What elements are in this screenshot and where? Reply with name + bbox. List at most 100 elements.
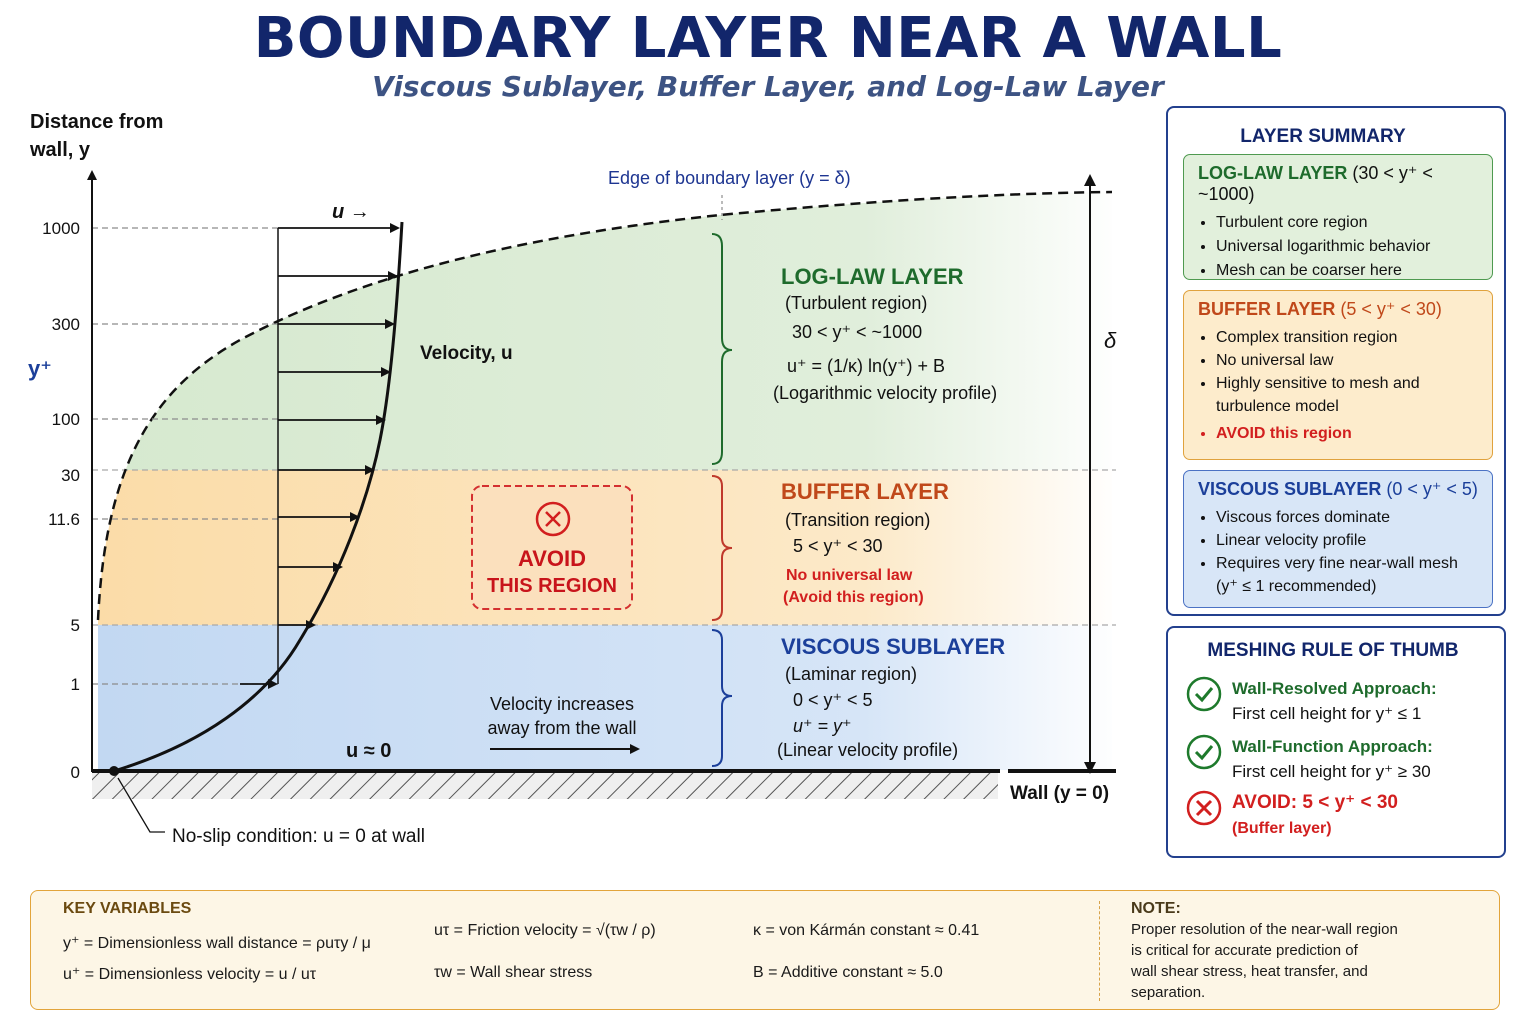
list-item: Viscous forces dominate (1216, 506, 1478, 529)
tick-label: 300 (52, 315, 80, 334)
x-circle-icon (1186, 790, 1222, 826)
note-line: wall shear stress, heat transfer, and (1131, 963, 1368, 980)
buffer-layer-subtitle: (Transition region) (785, 510, 930, 530)
tick-label: 30 (61, 466, 80, 485)
yplus-definition: y⁺ = Dimensionless wall distance = ρuτy … (63, 935, 371, 952)
no-slip-label: No-slip condition: u = 0 at wall (172, 826, 425, 847)
buffer-warning-2: (Avoid this region) (783, 589, 924, 606)
tick-label: 1000 (42, 219, 80, 238)
velocity-increase-line1: Velocity increases (490, 694, 634, 714)
buffer-brace (711, 475, 733, 621)
velocity-label: Velocity, u (420, 343, 513, 364)
tick-label: 1 (71, 675, 80, 694)
velocity-increase-line2: away from the wall (487, 718, 636, 738)
wall-resolved-rule: Wall-Resolved Approach: First cell heigh… (1186, 676, 1486, 728)
meshing-rule-title: MESHING RULE OF THUMB (1207, 640, 1459, 661)
viscous-layer-range: 0 < y⁺ < 5 (793, 690, 873, 710)
u-approx-zero-label: u ≈ 0 (346, 740, 391, 762)
no-slip-point (109, 766, 119, 776)
tauw-definition: τw = Wall shear stress (434, 964, 593, 981)
log-layer-range: 30 < y⁺ < ~1000 (792, 322, 922, 342)
buffer-layer-range: 5 < y⁺ < 30 (793, 536, 883, 556)
viscous-region-fill (98, 625, 1112, 770)
avoid-x-icon (535, 501, 571, 537)
layer-summary-title: LAYER SUMMARY (1240, 126, 1406, 147)
utau-definition: uτ = Friction velocity = √(τw / ρ) (434, 922, 656, 939)
no-slip-leader (117, 777, 165, 833)
list-item: Linear velocity profile (1216, 529, 1478, 552)
avoid-box-line1: AVOID (518, 546, 586, 571)
page-title: BOUNDARY LAYER NEAR A WALL (253, 6, 1283, 71)
summary-viscous-box: VISCOUS SUBLAYER (0 < y⁺ < 5) Viscous fo… (1183, 470, 1493, 608)
velocity-profile-curve (113, 221, 404, 773)
kappa-definition: κ = von Kármán constant ≈ 0.41 (753, 922, 980, 939)
meshing-rule-panel: MESHING RULE OF THUMB Wall-Resolved Appr… (1166, 626, 1506, 858)
buffer-warning-1: No universal law (786, 567, 913, 584)
wall-resolved-text: First cell height for y⁺ ≤ 1 (1232, 704, 1422, 723)
b-definition: B = Additive constant ≈ 5.0 (753, 964, 943, 981)
yplus-axis-label: y⁺ (28, 356, 52, 381)
list-item: Complex transition region (1216, 326, 1478, 349)
log-layer-subtitle: (Turbulent region) (785, 293, 927, 313)
boundary-layer-diagram: 1000 300 100 30 11.6 5 1 0 Distance from… (28, 111, 1117, 847)
avoid-region-box (471, 485, 633, 610)
summary-buffer-box: BUFFER LAYER (5 < y⁺ < 30) Complex trans… (1183, 290, 1493, 460)
log-brace (711, 233, 733, 465)
boundary-layer-edge (96, 190, 1113, 621)
log-layer-formula: u⁺ = (1/κ) ln(y⁺) + B (787, 356, 945, 376)
wall-resolved-title: Wall-Resolved Approach: (1232, 679, 1437, 698)
wall-function-title: Wall-Function Approach: (1232, 737, 1433, 756)
summary-log-name: LOG-LAW LAYER (1198, 163, 1348, 183)
y-axis-label-line1: Distance from (30, 111, 163, 133)
key-variables-panel: KEY VARIABLES y⁺ = Dimensionless wall di… (30, 890, 1500, 1010)
list-item: Universal logarithmic behavior (1216, 235, 1478, 259)
note-line: Proper resolution of the near-wall regio… (1131, 921, 1398, 938)
check-icon (1186, 734, 1222, 770)
layer-summary-panel: LAYER SUMMARY LOG-LAW LAYER (30 < y⁺ < ~… (1166, 106, 1506, 616)
tick-label: 5 (71, 616, 80, 635)
summary-log-range: (30 < y⁺ < ~1000) (1198, 163, 1433, 204)
check-icon (1186, 676, 1222, 712)
viscous-brace (711, 629, 733, 767)
viscous-layer-subtitle: (Laminar region) (785, 664, 917, 684)
region-fills (98, 192, 1112, 770)
avoid-rule-title: AVOID: 5 < y⁺ < 30 (1232, 792, 1398, 813)
summary-buffer-range: (5 < y⁺ < 30) (1340, 299, 1442, 319)
key-variables-title: KEY VARIABLES (63, 900, 192, 917)
list-item: Highly sensitive to mesh and turbulence … (1216, 372, 1478, 418)
tick-label: 100 (52, 410, 80, 429)
summary-buffer-warning: AVOID this region (1216, 422, 1478, 445)
list-item: Mesh can be coarser here (1216, 259, 1478, 283)
tick-label: 0 (71, 763, 80, 782)
tick-labels: 1000 300 100 30 11.6 5 1 0 (42, 219, 80, 782)
log-layer-note: (Logarithmic velocity profile) (773, 383, 997, 403)
y-axis-label-line2: wall, y (29, 139, 91, 161)
page-subtitle: Viscous Sublayer, Buffer Layer, and Log-… (372, 70, 1164, 103)
viscous-layer-title: VISCOUS SUBLAYER (781, 634, 1005, 659)
avoid-box-line2: THIS REGION (487, 575, 617, 597)
wall-label: Wall (y = 0) (1010, 783, 1109, 804)
velocity-arrows (240, 223, 400, 689)
buffer-layer-title: BUFFER LAYER (781, 479, 949, 504)
u-arrow-label: u → (332, 201, 370, 223)
wall-function-rule: Wall-Function Approach: First cell heigh… (1186, 734, 1486, 786)
wall-function-text: First cell height for y⁺ ≥ 30 (1232, 762, 1431, 781)
summary-viscous-name: VISCOUS SUBLAYER (1198, 479, 1382, 499)
summary-log-box: LOG-LAW LAYER (30 < y⁺ < ~1000) Turbulen… (1183, 154, 1493, 280)
note-line: is critical for accurate prediction of (1131, 942, 1358, 959)
viscous-layer-note: (Linear velocity profile) (777, 740, 958, 760)
note-divider (1099, 901, 1100, 1001)
delta-label: δ (1104, 328, 1117, 353)
wall-hatch (92, 772, 998, 799)
uplus-definition: u⁺ = Dimensionless velocity = u / uτ (63, 966, 317, 983)
edge-label: Edge of boundary layer (y = δ) (608, 168, 851, 188)
avoid-rule: AVOID: 5 < y⁺ < 30 (Buffer layer) (1186, 790, 1486, 846)
viscous-layer-formula: u⁺ = y⁺ (793, 716, 852, 736)
list-item: Requires very fine near-wall mesh (y⁺ ≤ … (1216, 552, 1478, 598)
list-item: Turbulent core region (1216, 211, 1478, 235)
list-item: No universal law (1216, 349, 1478, 372)
summary-buffer-name: BUFFER LAYER (1198, 299, 1336, 319)
tick-label: 11.6 (48, 510, 80, 529)
summary-viscous-range: (0 < y⁺ < 5) (1386, 479, 1478, 499)
avoid-rule-text: (Buffer layer) (1232, 820, 1332, 837)
